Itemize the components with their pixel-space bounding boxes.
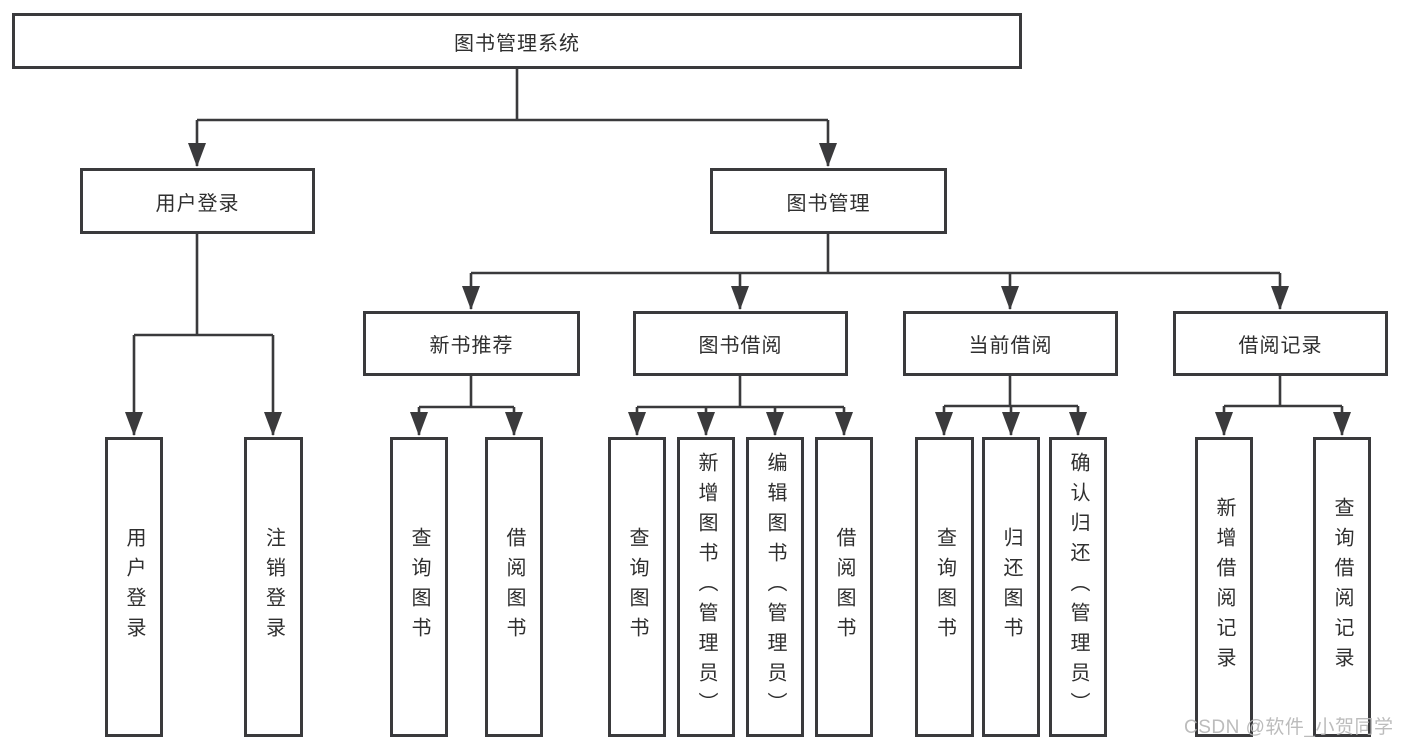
node-current-borrowing: 当前借阅: [903, 311, 1118, 376]
connector-current-borrowing-children: [935, 376, 1087, 436]
connector-book-management-children: [462, 234, 1289, 310]
node-book-management-label: 图书管理: [786, 192, 871, 215]
node-leaf-confirm-return-admin-label: 确认归还（管理员）: [1067, 452, 1089, 722]
connector-borrowing-records-children: [1215, 376, 1351, 436]
node-leaf-add-borrow-record-label: 新增借阅记录: [1213, 497, 1235, 677]
node-leaf-add-borrow-record: 新增借阅记录: [1195, 437, 1253, 737]
node-new-book-recommend: 新书推荐: [363, 311, 580, 376]
node-leaf-confirm-return-admin: 确认归还（管理员）: [1049, 437, 1107, 737]
connector-user-login-children: [125, 234, 282, 436]
node-leaf-borrow-books-1-label: 借阅图书: [503, 527, 525, 647]
node-leaf-borrow-books-2-label: 借阅图书: [833, 527, 855, 647]
node-user-login-label: 用户登录: [155, 192, 240, 215]
connector-new-book-recommend-children: [410, 376, 523, 436]
node-leaf-search-books-1-label: 查询图书: [408, 527, 430, 647]
node-leaf-add-books-admin: 新增图书（管理员）: [677, 437, 735, 737]
connector-book-borrowing-children: [628, 376, 853, 436]
node-borrowing-records-label: 借阅记录: [1238, 335, 1323, 357]
node-leaf-search-books-2-label: 查询图书: [626, 527, 648, 647]
node-leaf-search-books-1: 查询图书: [390, 437, 448, 737]
node-user-login: 用户登录: [80, 168, 315, 234]
node-leaf-user-login: 用户登录: [105, 437, 163, 737]
node-root-label: 图书管理系统: [454, 32, 580, 55]
watermark: CSDN @软件_小贺同学: [1184, 717, 1394, 738]
node-current-borrowing-label: 当前借阅: [968, 335, 1053, 357]
node-new-book-recommend-label: 新书推荐: [429, 335, 514, 357]
node-leaf-search-books-3-label: 查询图书: [933, 527, 956, 647]
node-book-borrowing: 图书借阅: [633, 311, 848, 376]
node-leaf-logout-label: 注销登录: [262, 527, 285, 647]
connector-root-children: [188, 68, 837, 167]
node-leaf-search-books-2: 查询图书: [608, 437, 666, 737]
node-leaf-search-borrow-record: 查询借阅记录: [1313, 437, 1371, 737]
node-book-management: 图书管理: [710, 168, 947, 234]
node-leaf-edit-books-admin: 编辑图书（管理员）: [746, 437, 804, 737]
node-root: 图书管理系统: [12, 13, 1022, 69]
node-leaf-edit-books-admin-label: 编辑图书（管理员）: [764, 452, 786, 722]
node-book-borrowing-label: 图书借阅: [698, 335, 783, 357]
node-leaf-return-books-label: 归还图书: [1000, 527, 1022, 647]
node-leaf-logout: 注销登录: [244, 437, 303, 737]
node-borrowing-records: 借阅记录: [1173, 311, 1388, 376]
node-leaf-user-login-label: 用户登录: [123, 527, 145, 647]
node-leaf-search-borrow-record-label: 查询借阅记录: [1331, 497, 1353, 677]
node-leaf-add-books-admin-label: 新增图书（管理员）: [695, 452, 717, 722]
node-leaf-borrow-books-1: 借阅图书: [485, 437, 543, 737]
node-leaf-search-books-3: 查询图书: [915, 437, 974, 737]
node-leaf-borrow-books-2: 借阅图书: [815, 437, 873, 737]
node-leaf-return-books: 归还图书: [982, 437, 1040, 737]
